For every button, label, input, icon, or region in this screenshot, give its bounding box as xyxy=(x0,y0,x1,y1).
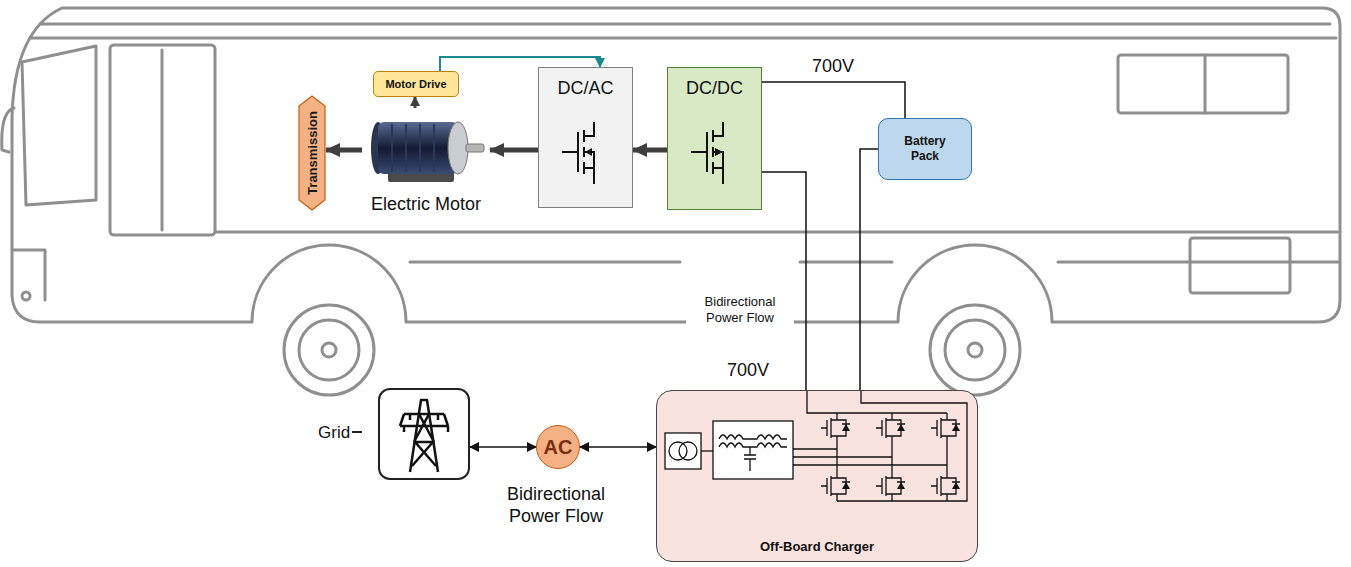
connector xyxy=(470,446,536,448)
charger-wiring xyxy=(837,391,967,501)
connector xyxy=(326,148,362,153)
charger-wiring xyxy=(744,447,756,471)
mosfet-symbol xyxy=(558,120,614,186)
connector xyxy=(860,149,878,390)
charger-circuit xyxy=(931,413,960,443)
charger-box: Off-Board Charger xyxy=(656,390,978,562)
connector xyxy=(580,446,656,448)
charger-wiring xyxy=(701,450,713,451)
mosfet-arrow xyxy=(585,148,592,156)
motor-ribs xyxy=(392,124,434,172)
roof-rail xyxy=(30,24,1336,38)
node-label: Motor Drive xyxy=(385,78,446,90)
wheel-rim xyxy=(299,320,359,380)
transmission-block: Transmission xyxy=(298,95,326,211)
side-line xyxy=(215,231,1338,234)
connector xyxy=(762,82,905,118)
tower-lines xyxy=(410,400,438,472)
wheel-hub xyxy=(968,343,982,357)
mosfet-lines xyxy=(691,122,723,184)
node-label: Grid xyxy=(318,423,350,443)
window-split xyxy=(1204,55,1207,113)
charger-wiring xyxy=(679,442,697,460)
connector xyxy=(762,172,806,390)
battery-box: Battery Pack xyxy=(878,118,972,180)
rear-window xyxy=(1118,55,1288,113)
wheel-hub xyxy=(322,343,336,357)
motor-drive-box: Motor Drive xyxy=(373,71,459,97)
flow-note: Bidirectional Power Flow xyxy=(486,484,626,527)
voltage-label: 700V xyxy=(727,360,769,382)
node-label: DC/AC xyxy=(557,78,613,99)
motor-illustration xyxy=(362,108,490,188)
mosfet-arrow xyxy=(715,148,723,156)
tower-lines xyxy=(400,400,448,472)
door-split xyxy=(161,50,164,230)
bus-body xyxy=(2,8,1340,395)
grid-box: Grid xyxy=(378,388,470,480)
charger-circuit xyxy=(876,471,905,501)
charger-wiring xyxy=(719,435,787,439)
node-label: AC xyxy=(544,436,573,459)
bumper xyxy=(14,250,45,300)
electric-motor: Electric Motor xyxy=(362,108,490,220)
flow-note: Bidirectional Power Flow xyxy=(686,294,794,325)
windshield xyxy=(22,46,96,205)
connector xyxy=(633,148,667,153)
skirt-line xyxy=(410,261,1338,264)
charger-circuit xyxy=(821,471,850,501)
ac-circle: AC xyxy=(536,425,580,469)
mirror xyxy=(2,108,14,152)
charger-circuit xyxy=(821,413,850,443)
charger-circuit xyxy=(876,413,905,443)
charger-wiring xyxy=(665,391,967,501)
hexagon-fill xyxy=(299,96,325,210)
tower-lines xyxy=(412,414,436,466)
charger-circuit xyxy=(931,471,960,501)
motor-shaft xyxy=(466,144,484,152)
rear-panel xyxy=(1190,238,1290,293)
charger-wiring xyxy=(713,421,793,479)
node-label: DC/DC xyxy=(686,78,743,99)
headlight xyxy=(22,292,30,300)
motor-front-cap xyxy=(448,122,468,174)
charger-wiring xyxy=(719,443,787,447)
tower-icon xyxy=(380,390,468,478)
node-label: Off-Board Charger xyxy=(760,539,874,554)
charger-wiring xyxy=(837,443,947,471)
charger-wiring xyxy=(793,449,947,465)
node-label: Battery Pack xyxy=(895,134,955,164)
converter-box: DC/DC xyxy=(667,67,762,210)
wheel-rim xyxy=(945,320,1005,380)
charger-circuit xyxy=(657,391,979,531)
wheel xyxy=(284,305,374,395)
charger-wiring xyxy=(665,433,701,469)
grid-tick xyxy=(352,431,362,433)
node-label: Transmission xyxy=(305,111,320,195)
connector xyxy=(490,148,538,153)
voltage-label: 700V xyxy=(812,56,854,78)
tower-lines xyxy=(404,414,448,432)
bus-shell xyxy=(12,8,1340,322)
motor-body xyxy=(378,122,458,174)
mosfet-symbol xyxy=(687,120,743,186)
inverter-box: DC/AC xyxy=(538,67,633,208)
wheel xyxy=(930,305,1020,395)
connector xyxy=(414,97,417,108)
node-label: Electric Motor xyxy=(371,194,481,215)
charger-wiring xyxy=(669,442,687,460)
front-door xyxy=(110,45,215,235)
mosfet-lines xyxy=(562,122,594,184)
charger-wiring xyxy=(807,391,947,413)
